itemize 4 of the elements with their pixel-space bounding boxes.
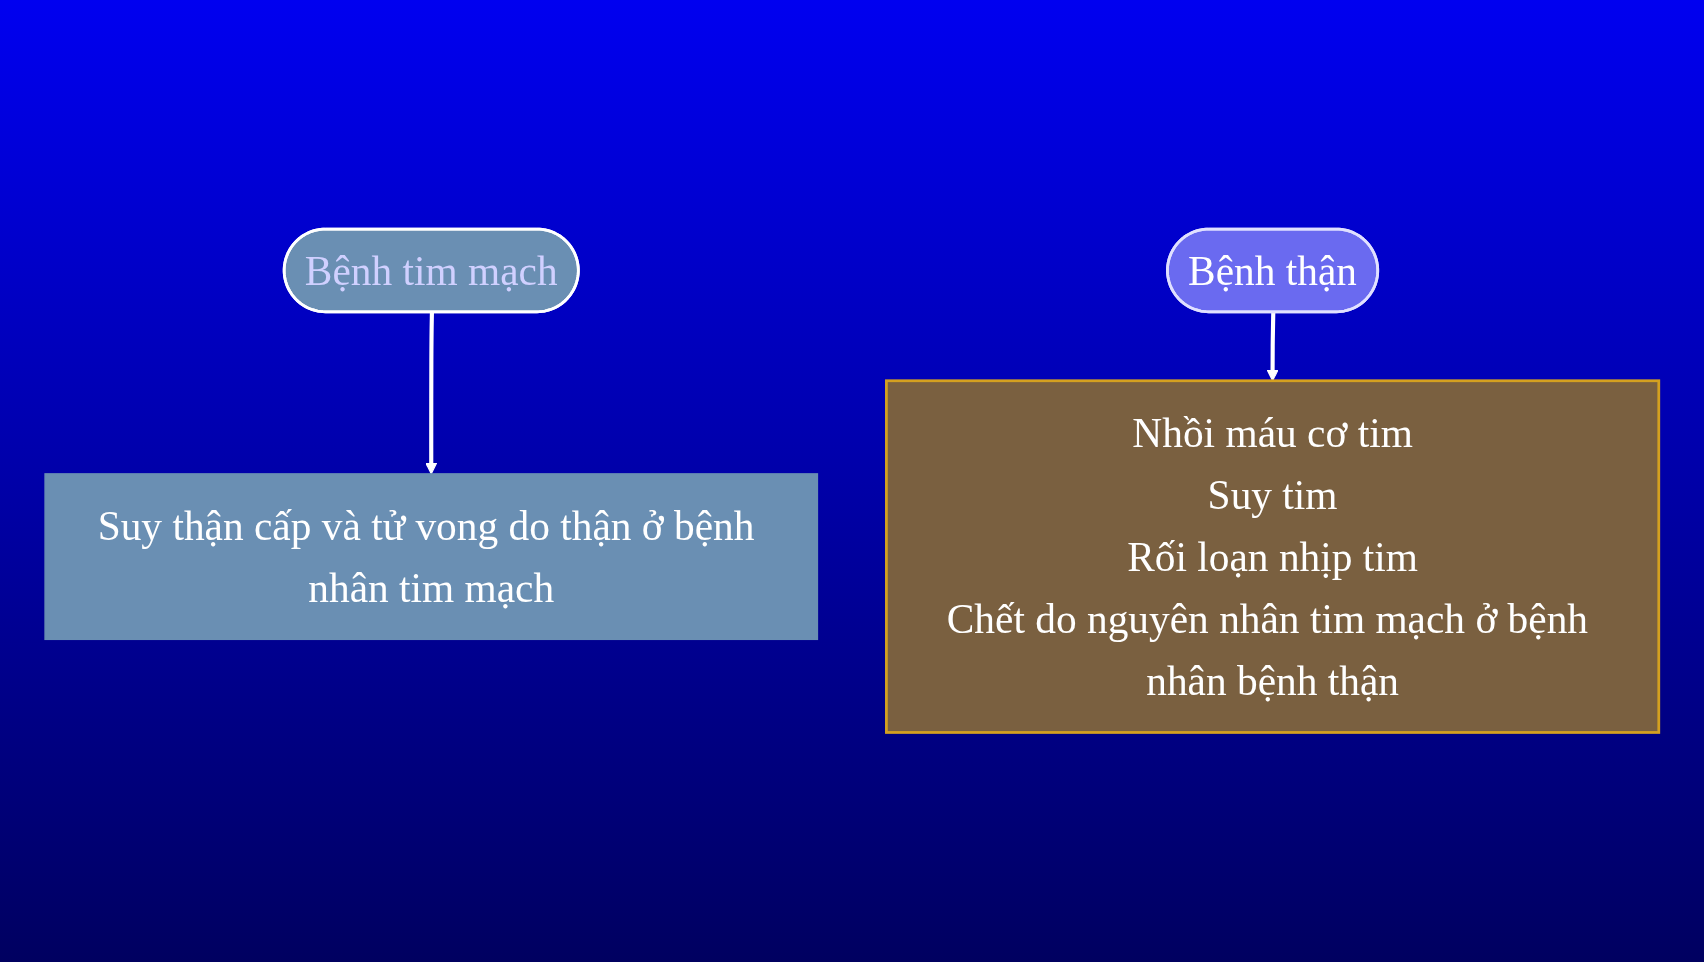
arrow [1266, 312, 1279, 382]
arrow [425, 312, 438, 475]
node-box: Suy thận cấp và tử vong do thận ở bệnh nhân tim mạch [44, 473, 819, 641]
node-box: Nhồi máu cơ tim Suy tim Rối loạn nhịp tim Chết do nguyên nhân tim mạch ở bệnh nhân bệnh thận [885, 379, 1661, 735]
